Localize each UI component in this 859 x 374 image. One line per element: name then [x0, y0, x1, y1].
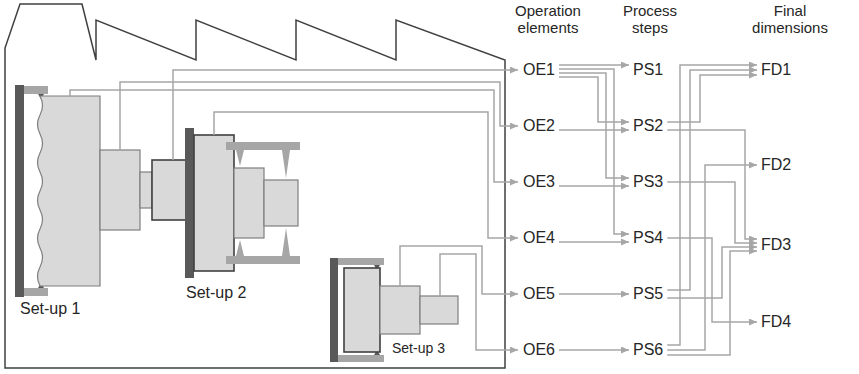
setup-label: Set-up 2: [186, 284, 246, 301]
column-heading: Process steps: [614, 2, 686, 36]
step-label: OE3: [520, 172, 558, 192]
node-text: PS2: [633, 117, 663, 134]
step-label: PS5: [630, 284, 666, 304]
step-label: PS2: [630, 116, 666, 136]
node-text: FD2: [761, 156, 791, 173]
node-text: OE6: [523, 341, 555, 358]
step-label: PS3: [630, 172, 666, 192]
setup-2-figure: [185, 128, 300, 278]
step-label: FD3: [758, 235, 794, 255]
step-label: OE4: [520, 228, 558, 248]
flow-arrow: [667, 251, 757, 355]
step-label: FD2: [758, 155, 794, 175]
node-text: PS4: [633, 229, 663, 246]
setup-label: Set-up 3: [392, 340, 445, 357]
flow-arrow: [559, 129, 629, 131]
node-text: PS3: [633, 173, 663, 190]
node-text: OE4: [523, 229, 555, 246]
flow-arrow: [559, 241, 629, 243]
step-label: PS4: [630, 228, 666, 248]
flow-arrow: [667, 65, 757, 345]
flow-arrow: [559, 77, 629, 122]
node-text: OE2: [523, 117, 555, 134]
flow-arrow: [559, 69, 629, 234]
node-text: PS5: [633, 285, 663, 302]
flow-arrow: [559, 293, 629, 295]
setup-3-figure: [330, 258, 458, 362]
step-label: PS6: [630, 340, 666, 360]
node-text: FD1: [761, 61, 791, 78]
node-text: FD4: [761, 313, 791, 330]
node-text: FD3: [761, 236, 791, 253]
step-label: OE5: [520, 284, 558, 304]
node-text: OE1: [523, 61, 555, 78]
node-text: OE5: [523, 285, 555, 302]
node-text: PS6: [633, 341, 663, 358]
setup-leader-lines: [70, 70, 518, 350]
setup-label: Set-up 1: [20, 300, 80, 317]
flow-arrow: [559, 64, 629, 66]
column-heading: Operation elements: [505, 2, 591, 36]
step-label: FD4: [758, 312, 794, 332]
setup-1-figure: [15, 85, 194, 297]
step-label: PS1: [630, 60, 666, 80]
flow-arrow: [667, 165, 757, 350]
factory-outline: [5, 4, 505, 368]
column-heading: Final dimensions: [744, 2, 836, 36]
step-label: FD1: [758, 60, 794, 80]
step-label: OE1: [520, 60, 558, 80]
node-text: OE3: [523, 173, 555, 190]
step-label: OE2: [520, 116, 558, 136]
flow-arrow: [559, 73, 629, 178]
flow-arrow: [559, 349, 629, 351]
flow-arrow: [559, 185, 629, 187]
node-text: PS1: [633, 61, 663, 78]
step-label: OE6: [520, 340, 558, 360]
